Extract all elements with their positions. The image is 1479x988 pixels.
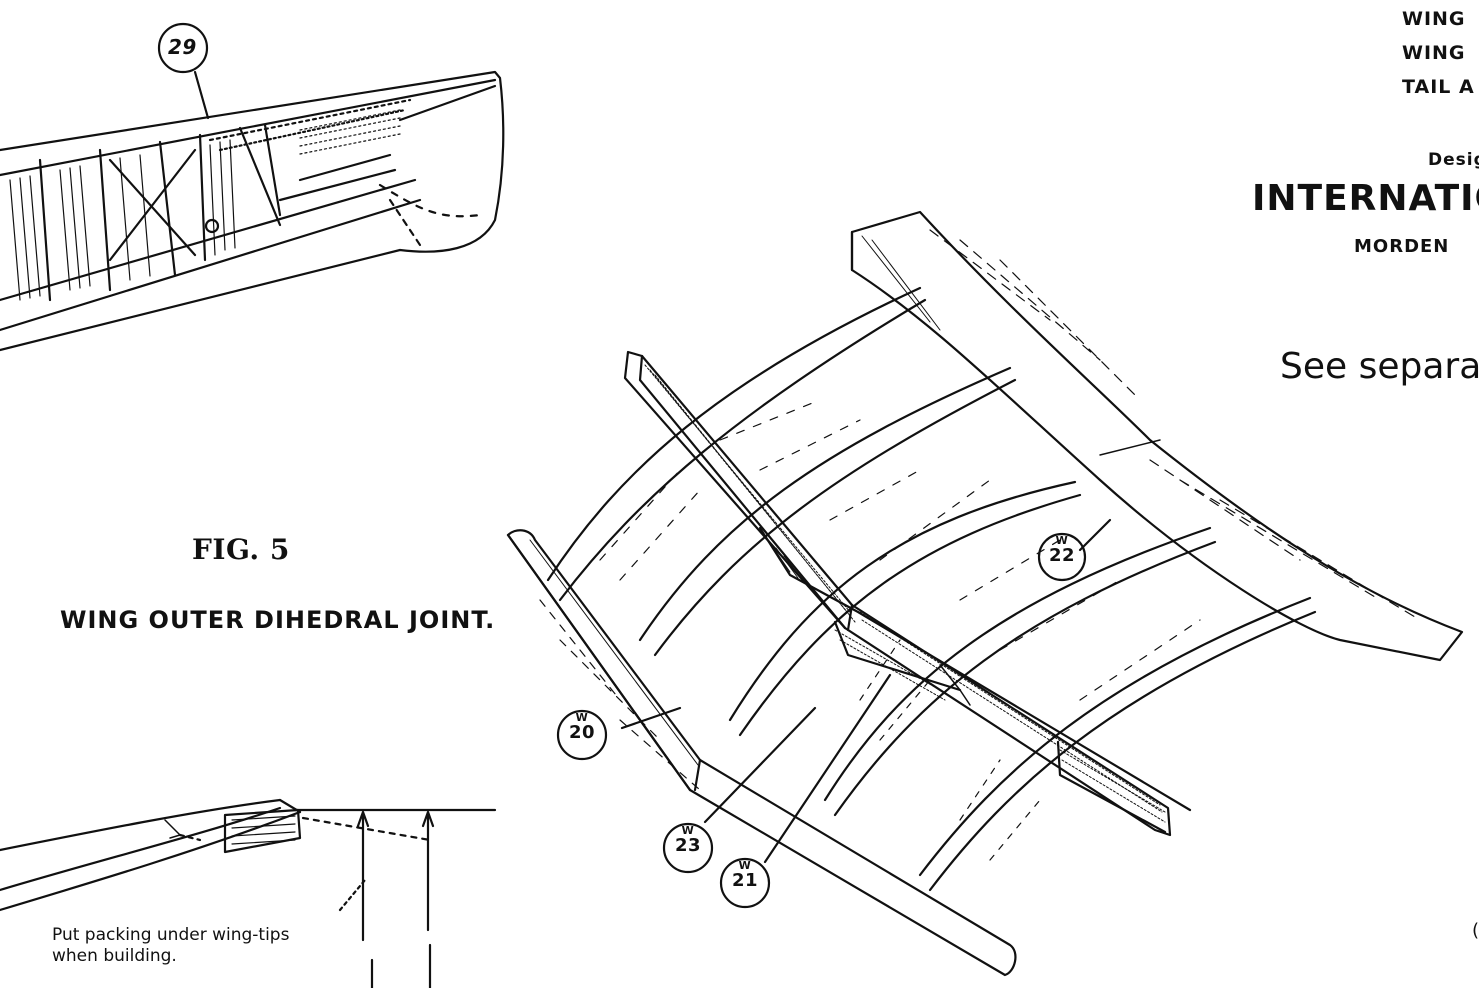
figure-number: FIG. 5 bbox=[192, 533, 290, 566]
callout-w21-prefix: W bbox=[738, 859, 752, 872]
callout-w21-number: 21 bbox=[731, 870, 759, 891]
callout-w23: W 23 bbox=[672, 825, 704, 856]
packing-note-line2: when building. bbox=[52, 946, 177, 966]
stray-mark: ( bbox=[1472, 920, 1479, 941]
dihedral-joint-sketch bbox=[0, 798, 497, 988]
header-see-separate: See separa bbox=[1280, 346, 1479, 387]
packing-note-line1: Put packing under wing-tips bbox=[52, 925, 290, 945]
header-line-tail: TAIL A bbox=[1402, 76, 1475, 98]
callout-w20: W 20 bbox=[566, 712, 598, 743]
figure-caption: WING OUTER DIHEDRAL JOINT. bbox=[60, 606, 496, 634]
callout-29: 29 bbox=[168, 35, 197, 59]
callout-w20-prefix: W bbox=[575, 711, 589, 724]
header-block: WING WING TAIL A Desig INTERNATIO MORDEN… bbox=[1250, 0, 1479, 400]
callout-w22-number: 22 bbox=[1048, 545, 1076, 566]
callout-w23-prefix: W bbox=[681, 824, 695, 837]
wing-panel bbox=[506, 210, 1464, 977]
header-line-wing-2: WING bbox=[1402, 42, 1466, 64]
callout-w22-prefix: W bbox=[1055, 534, 1069, 547]
header-company: INTERNATIO bbox=[1252, 178, 1479, 219]
callout-w22: W 22 bbox=[1046, 535, 1078, 566]
fuselage-sketch bbox=[0, 22, 505, 352]
header-designer-label: Desig bbox=[1428, 150, 1479, 170]
header-line-wing-1: WING bbox=[1402, 8, 1466, 30]
callout-w23-number: 23 bbox=[674, 835, 702, 856]
callout-w20-number: 20 bbox=[568, 722, 596, 743]
callout-w21: W 21 bbox=[729, 860, 761, 891]
header-town: MORDEN bbox=[1354, 236, 1450, 257]
